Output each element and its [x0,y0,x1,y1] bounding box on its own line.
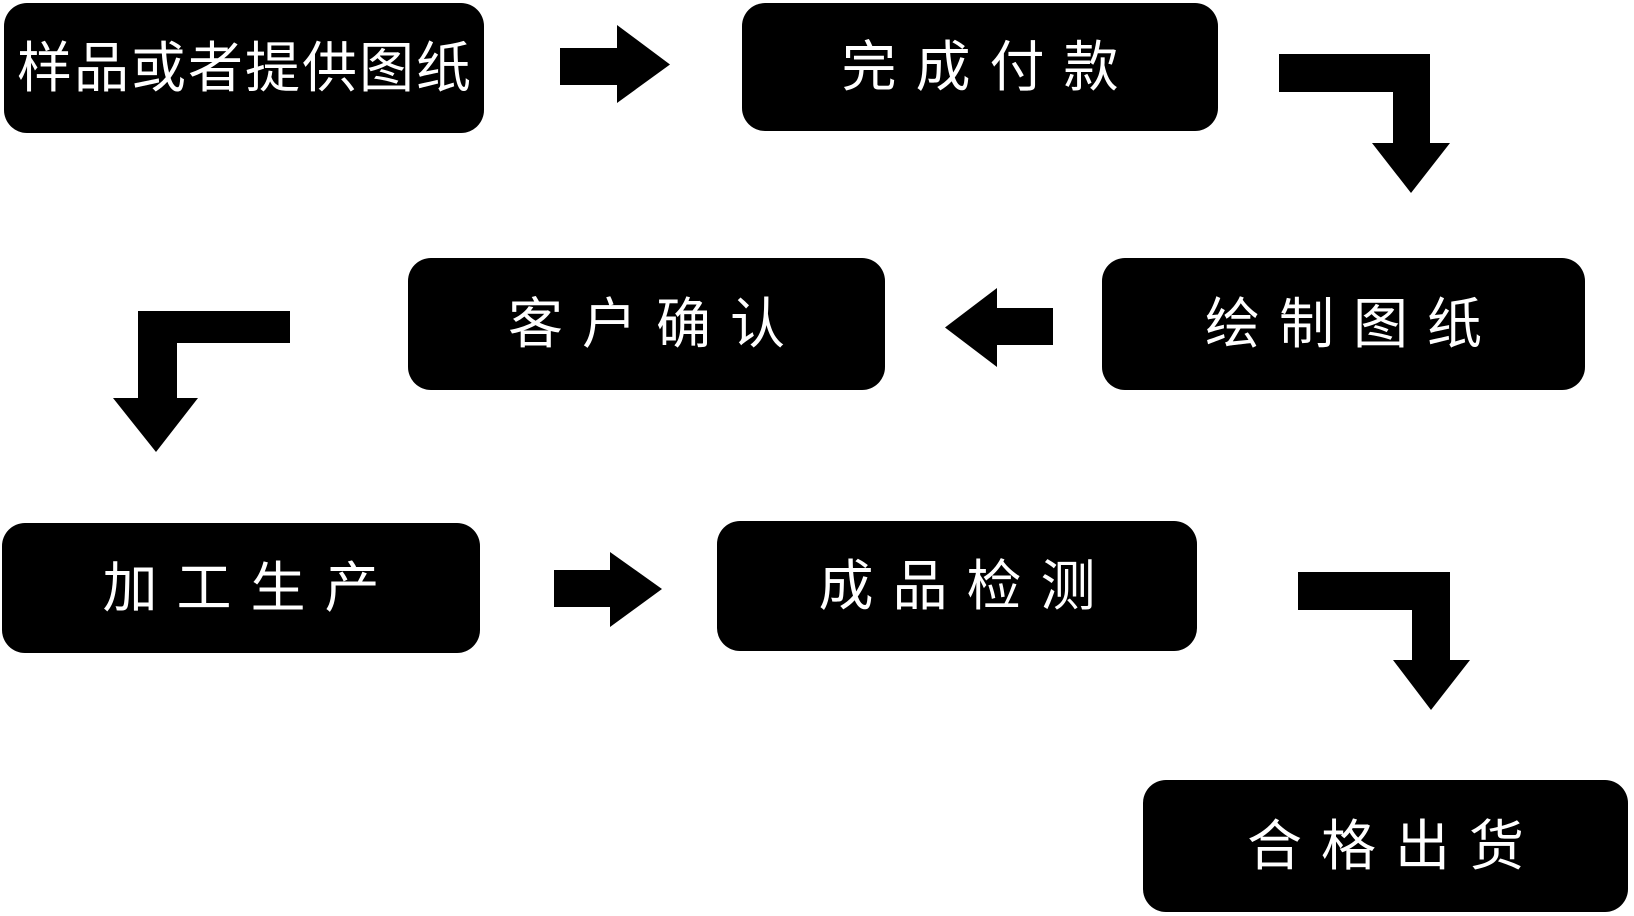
node-label: 客户确认 [507,291,804,356]
node-processing-production: 加工生产 [2,523,480,653]
node-label: 合格出货 [1246,813,1543,878]
node-customer-confirmation: 客户确认 [408,258,885,390]
arrow-right-icon [554,552,662,627]
arrow-right-icon [560,25,670,103]
arrow-elbow-right-down-icon [1279,54,1450,193]
node-label: 加工生产 [102,555,399,620]
node-qualified-shipment: 合格出货 [1143,780,1628,912]
node-draw-drawings: 绘制图纸 [1102,258,1585,390]
node-finished-product-inspection: 成品检测 [717,521,1197,651]
node-label: 成品检测 [818,553,1115,618]
node-complete-payment: 完成付款 [742,3,1218,131]
node-label: 样品或者提供图纸 [16,35,473,100]
arrow-left-icon [945,288,1053,367]
arrow-elbow-right-down-icon [1298,572,1470,710]
node-label: 绘制图纸 [1204,291,1501,356]
node-label: 完成付款 [841,34,1138,99]
arrow-elbow-left-down-icon [113,311,290,452]
node-sample-or-provide-drawing: 样品或者提供图纸 [4,3,484,133]
